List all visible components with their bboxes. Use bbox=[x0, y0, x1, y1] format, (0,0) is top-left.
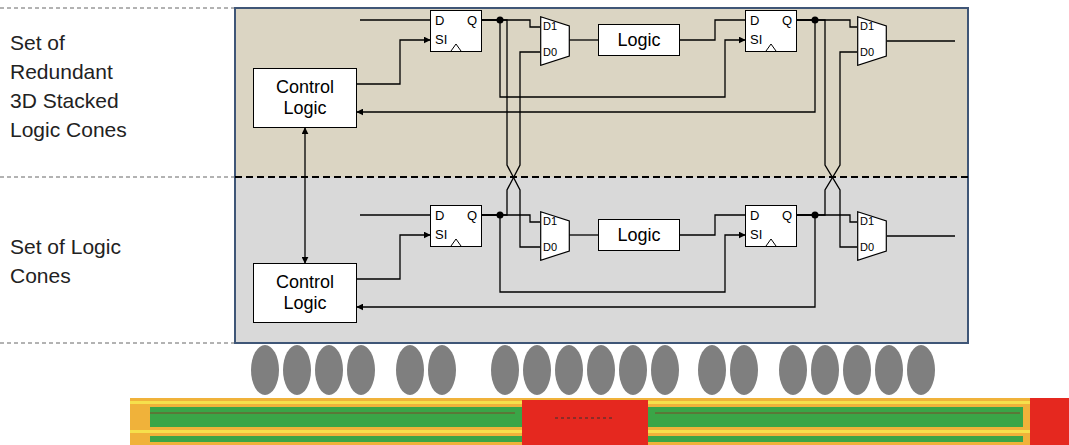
divider-line bbox=[0, 343, 235, 344]
signal-wire bbox=[482, 20, 540, 27]
solder-bump bbox=[875, 345, 903, 395]
pin-label: SI bbox=[750, 33, 762, 46]
signal-wire bbox=[680, 215, 745, 235]
output-wire bbox=[887, 40, 955, 41]
solder-bump bbox=[251, 345, 279, 395]
control-logic-box: Control Logic bbox=[253, 263, 357, 323]
signal-wire bbox=[357, 235, 430, 279]
die-stack-outline bbox=[235, 8, 968, 343]
logic-box: Logic bbox=[598, 24, 680, 56]
solder-bump bbox=[347, 345, 375, 395]
signal-wire bbox=[482, 215, 745, 292]
multiplexer: D1D0 bbox=[857, 16, 887, 66]
pin-label: D bbox=[750, 14, 759, 27]
substrate-plane bbox=[648, 407, 1023, 427]
divider-line bbox=[0, 8, 235, 9]
substrate-trace bbox=[555, 418, 612, 419]
control-logic-box: Control Logic bbox=[253, 68, 357, 128]
solder-bump bbox=[843, 345, 871, 395]
pin-label: D bbox=[435, 209, 444, 222]
solder-bump bbox=[779, 345, 807, 395]
pin-label: D1 bbox=[543, 21, 557, 32]
signal-wire bbox=[569, 39, 598, 40]
signal-wire bbox=[797, 20, 857, 27]
signal-wire bbox=[482, 215, 540, 222]
substrate-body bbox=[130, 398, 1069, 445]
pin-label: Q bbox=[467, 14, 477, 27]
solder-bump bbox=[698, 345, 726, 395]
solder-bump bbox=[907, 345, 935, 395]
pin-label: SI bbox=[750, 228, 762, 241]
redundant-die-band bbox=[235, 8, 968, 177]
solder-bump bbox=[619, 345, 647, 395]
divider-line bbox=[0, 177, 235, 178]
pin-label: D1 bbox=[543, 216, 557, 227]
input-wire bbox=[360, 19, 430, 20]
signal-wire bbox=[797, 20, 857, 247]
signal-wire bbox=[304, 128, 305, 263]
signal-wire bbox=[797, 52, 857, 215]
die-label: Set of Logic Cones bbox=[10, 232, 135, 290]
die-interface-line bbox=[235, 176, 968, 178]
pin-label: SI bbox=[435, 33, 447, 46]
solder-bump bbox=[811, 345, 839, 395]
multiplexer: D1D0 bbox=[540, 211, 570, 261]
flip-flop: D Q SI bbox=[745, 205, 797, 247]
die-label: Set of Redundant 3D Stacked Logic Cones bbox=[10, 28, 135, 144]
pin-label: D0 bbox=[543, 242, 557, 253]
pin-label: D1 bbox=[860, 21, 874, 32]
substrate-plane bbox=[648, 436, 1023, 442]
pin-label: D bbox=[750, 209, 759, 222]
solder-bump bbox=[587, 345, 615, 395]
substrate-via-block bbox=[522, 400, 648, 445]
box-label: Control Logic bbox=[254, 77, 356, 119]
solder-bump bbox=[428, 345, 456, 395]
solder-bump bbox=[555, 345, 583, 395]
multiplexer: D1D0 bbox=[540, 16, 570, 66]
pin-label: D1 bbox=[860, 216, 874, 227]
solder-bump bbox=[283, 345, 311, 395]
flip-flop: D Q SI bbox=[745, 10, 797, 52]
pin-label: Q bbox=[782, 209, 792, 222]
pin-label: D0 bbox=[543, 47, 557, 58]
box-label: Logic bbox=[613, 30, 664, 51]
solder-bump bbox=[523, 345, 551, 395]
solder-bump bbox=[651, 345, 679, 395]
signal-wire bbox=[482, 20, 540, 247]
input-wire bbox=[360, 214, 430, 215]
signal-wire bbox=[797, 215, 857, 222]
multiplexer: D1D0 bbox=[857, 211, 887, 261]
solder-bump bbox=[491, 345, 519, 395]
signal-wire bbox=[569, 234, 598, 235]
logic-box: Logic bbox=[598, 219, 680, 251]
flip-flop: D Q SI bbox=[430, 205, 482, 247]
box-label: Control Logic bbox=[254, 272, 356, 314]
signal-wires bbox=[360, 20, 955, 236]
solder-bump bbox=[396, 345, 424, 395]
flip-flop: D Q SI bbox=[430, 10, 482, 52]
pin-label: D bbox=[435, 14, 444, 27]
output-wire bbox=[887, 235, 955, 236]
pin-label: Q bbox=[467, 209, 477, 222]
solder-bump bbox=[730, 345, 758, 395]
signal-wire bbox=[482, 20, 745, 97]
solder-bumps bbox=[251, 345, 935, 395]
pin-label: Q bbox=[782, 14, 792, 27]
substrate-trace bbox=[655, 413, 1020, 414]
substrate-plane bbox=[150, 436, 522, 442]
signal-wire bbox=[680, 20, 745, 40]
substrate-plane bbox=[150, 407, 522, 427]
pin-label: D0 bbox=[860, 242, 874, 253]
substrate-trace bbox=[150, 413, 515, 414]
pin-label: SI bbox=[435, 228, 447, 241]
box-label: Logic bbox=[613, 225, 664, 246]
substrate bbox=[130, 398, 1069, 445]
signal-wire bbox=[482, 52, 540, 215]
base-die-band bbox=[235, 177, 968, 343]
pin-label: D0 bbox=[860, 47, 874, 58]
substrate-via-block bbox=[1030, 398, 1069, 445]
solder-bump bbox=[315, 345, 343, 395]
signal-wire bbox=[357, 40, 430, 84]
